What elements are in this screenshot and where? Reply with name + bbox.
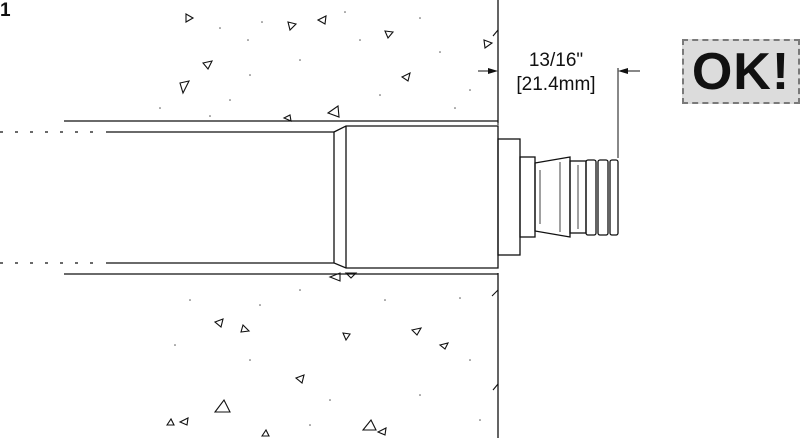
fitting-ridge-1 bbox=[585, 159, 597, 236]
ok-badge: OK! bbox=[682, 39, 800, 104]
concrete-speckle-lower bbox=[174, 289, 481, 426]
concrete-texture-upper bbox=[179, 13, 494, 122]
dimension-label: 13/16" [21.4mm] bbox=[504, 49, 608, 97]
fitting-body bbox=[333, 125, 499, 269]
dimension-imperial: 13/16" bbox=[528, 50, 584, 71]
fitting-ridge-2 bbox=[597, 159, 609, 236]
concrete-speckle-upper bbox=[159, 11, 471, 117]
dimension-arrowhead-left bbox=[488, 68, 498, 74]
fitting-collar bbox=[497, 138, 521, 256]
dimension-metric: [21.4mm] bbox=[516, 74, 596, 95]
fitting-ridge-3 bbox=[609, 159, 619, 236]
ok-badge-text: OK! bbox=[691, 42, 791, 101]
step-number: 1 bbox=[0, 0, 11, 21]
fitting-neck bbox=[519, 156, 536, 238]
fitting-taper bbox=[534, 156, 571, 238]
dimension-arrowhead-right bbox=[618, 68, 628, 74]
concrete-texture-lower bbox=[165, 272, 450, 437]
